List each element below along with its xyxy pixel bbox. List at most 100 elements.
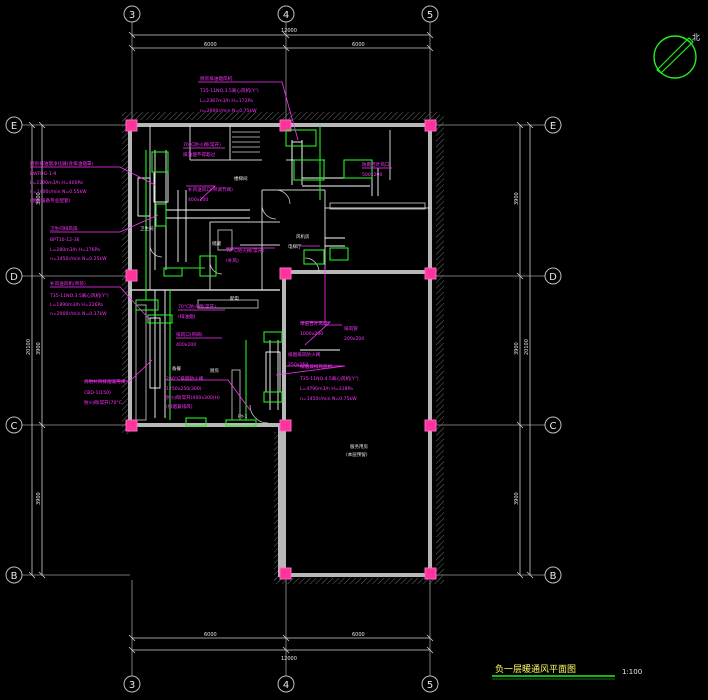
drawing-scale: 1:100 [622, 668, 642, 676]
big-room-name: 服务用房 [350, 443, 368, 450]
dim-right-dc: 3900 [514, 342, 520, 355]
room-labels: 卫生间 厨房 备餐 楼梯间 电梯厅 风机房 配电 储藏 PY-1 服务用房 (本… [140, 175, 368, 458]
a7-l1: 补风送风口(带调节阀) [188, 186, 233, 193]
a11-l3: n=1450r/min N=0.75kW [300, 396, 357, 402]
a3-l1: BPT10-12-36 [50, 237, 80, 243]
a14-l1: 防雨百叶风口 [362, 161, 390, 168]
axis-bubbles [5, 5, 562, 693]
a4-title: 补风送风机(吊装) [50, 280, 86, 287]
a6-l1: 70°C防火阀(常开) [183, 141, 221, 148]
axis-labels: 3 4 5 3 4 5 E D C B E D C B [10, 10, 557, 691]
axis-row-b-left: B [11, 571, 18, 582]
a7-l2: 400x200 [188, 197, 208, 203]
a4-l2: L=1890m3/h H=226Pa [50, 302, 103, 308]
room-power: 配电 [230, 295, 239, 302]
a9-l1: 排风口(带阀) [176, 331, 203, 338]
title-block: 负一层暖通风平面图 1:100 [492, 663, 642, 680]
a15-l1: 70°C防火阀(常开) [226, 247, 264, 254]
room-pantry: 备餐 [172, 365, 181, 372]
dim-bottom-right: 6000 [352, 632, 365, 638]
a11-l2: L=4790m3/h H=318Pa [300, 386, 353, 392]
dim-bottom-left: 6000 [204, 632, 217, 638]
dim-top-total: 12000 [281, 28, 297, 34]
ductwork [137, 140, 379, 418]
room-toilet: 卫生间 [140, 225, 154, 232]
axis-col-4-top: 4 [283, 10, 289, 21]
room-fan-room: 风机房 [296, 233, 310, 240]
a5-title: 消防补风排烟兼用阀 [84, 378, 126, 385]
annotations: 厨房排油烟风机 T35-11NO.3.5离心风机(Y") L=2367m3/h … [30, 75, 390, 410]
a2-l2: L=2200m3/h H=400Pa [30, 180, 83, 186]
axis-row-c-left: C [11, 421, 18, 432]
room-kitchen: 厨房 [210, 367, 219, 374]
a12-l2: 1000x200 [300, 331, 323, 337]
a10-l3: 防火阀(常开)400x300(H) [166, 394, 220, 401]
a1-l1: T35-11NO.3.5离心风机(Y") [199, 87, 259, 94]
axis-row-d-left: D [10, 272, 18, 283]
axis-col-3-top: 3 [129, 10, 135, 21]
axis-col-5-bottom: 5 [427, 680, 433, 691]
a3-title: 卫生间排风扇 [50, 225, 78, 232]
room-elevator-lobby: 电梯厅 [288, 243, 302, 250]
north-arrow-icon: 北 [653, 33, 700, 79]
dim-right-total: 20100 [524, 339, 530, 355]
drawing-title: 负一层暖通风平面图 [495, 663, 576, 675]
a3-l2: L=280m3/h H=176Pa [50, 247, 100, 253]
a15-l2: (补风) [226, 257, 239, 264]
a2-l3: n=1400r/min N=0.55kW [30, 189, 87, 195]
big-room-sub: (本层预留) [346, 451, 368, 458]
dim-left-cb: 3900 [36, 492, 42, 505]
a4-l3: n=2900r/min N=0.37kW [50, 311, 107, 317]
axis-col-5-top: 5 [427, 10, 433, 21]
walls [128, 123, 432, 577]
leader-lines [30, 81, 392, 411]
a5-l1: CBD-1(150) [84, 390, 111, 396]
structural-columns [125, 119, 437, 580]
a6-l2: 排油烟不得超过 [183, 151, 216, 158]
a2-title: 厨房排油烟净化器(含排油烟罩) [30, 160, 94, 167]
axis-col-4-bottom: 4 [283, 680, 289, 691]
a13-l2: 200x200 [344, 336, 364, 342]
dim-left-dc: 3900 [36, 342, 42, 355]
a4-l1: T35-11NO.3.5离心风机(Y") [49, 292, 109, 299]
dim-left-total: 20100 [26, 339, 32, 355]
dim-bottom-total: 12000 [281, 656, 297, 662]
a13-l1: 排风管 [344, 325, 358, 332]
a2-l4: (厨房设备专业配套) [30, 197, 71, 204]
room-stairs: 楼梯间 [234, 175, 248, 182]
room-storage: 储藏 [212, 240, 221, 247]
a2-l1: BWFHG-1-9 [30, 171, 56, 177]
a1-l3: n=2900r/min N=0.75kW [200, 108, 257, 114]
a10-l4: (排烟兼排风) [166, 403, 193, 410]
axis-col-3-bottom: 3 [129, 680, 135, 691]
a8-l2: (排油烟) [178, 313, 196, 320]
a10-l2: 1250x250(300) [166, 386, 202, 392]
a1-l2: L=2367m3/h H=172Pa [200, 98, 253, 104]
dim-right-cb: 3900 [514, 492, 520, 505]
axis-row-e-left: E [11, 121, 17, 132]
dim-top-right: 6000 [352, 42, 365, 48]
a3-l3: n=1450r/min N=0.25kW [50, 256, 107, 262]
a14-l2: 500x200 [362, 172, 382, 178]
axis-row-b-right: B [550, 571, 557, 582]
a16-l2: 250x250 [288, 362, 308, 368]
north-label: 北 [692, 33, 700, 42]
a12-l1: 单层百叶风口 [300, 320, 328, 327]
dimension-texts: 12000 6000 6000 6000 6000 12000 20100 39… [26, 28, 530, 662]
axis-row-e-right: E [550, 121, 556, 132]
a8-l1: 70°C防火阀(常开) [178, 303, 216, 310]
dim-left-ed: 3900 [36, 192, 42, 205]
dim-top-left: 6000 [204, 42, 217, 48]
dim-right-ed: 3900 [514, 192, 520, 205]
a11-title: 排烟兼排风风机 [300, 363, 333, 370]
axis-row-d-right: D [549, 272, 557, 283]
axis-row-c-right: C [550, 421, 557, 432]
a16-l1: 排烟排风防火阀 [288, 351, 321, 358]
room-py: PY-1 [238, 414, 247, 420]
grid-lines [22, 22, 545, 676]
a5-l2: 防火阀(常开)70°C [84, 399, 122, 406]
dimension-lines [28, 31, 534, 654]
hvac-equipment [135, 125, 373, 427]
a11-l1: T35-11NO.4.5离心风机(Y") [299, 375, 359, 382]
